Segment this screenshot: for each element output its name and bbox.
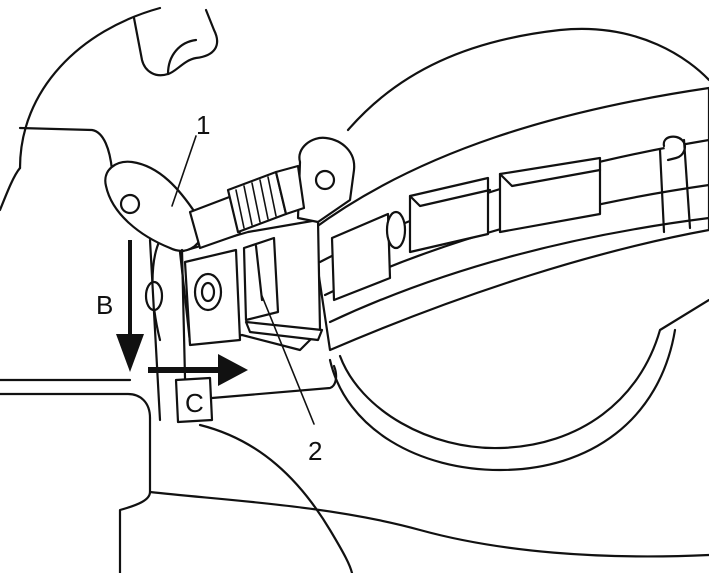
hinge-post [148,238,338,424]
arrow-b [116,240,144,372]
lever-hole [119,193,141,215]
hinge-arm [310,86,709,352]
arrow-c-label: C [185,388,204,418]
fuel-filler-door [328,27,709,472]
callout-1: 1 [196,110,210,140]
arm-rivet [385,210,407,250]
arm-slot-2 [498,156,602,234]
hinge-pin-hole [314,169,336,191]
arrow-c-head [218,354,248,386]
callout-2: 2 [308,436,322,466]
arm-slot-1 [408,176,490,254]
arrow-b-head [116,334,144,372]
arrow-c [148,354,248,386]
leader-line-1 [171,135,197,207]
leader-line-2 [261,295,315,425]
arrow-b-label: B [96,290,113,320]
latch-clip [242,236,324,342]
arm-hook [662,135,686,162]
release-lever [104,160,306,252]
c-label-box [174,376,214,424]
arm-slot-3 [330,212,392,302]
bracket-hole [193,272,223,312]
upper-fitting [132,8,219,77]
body-panel [0,6,709,575]
